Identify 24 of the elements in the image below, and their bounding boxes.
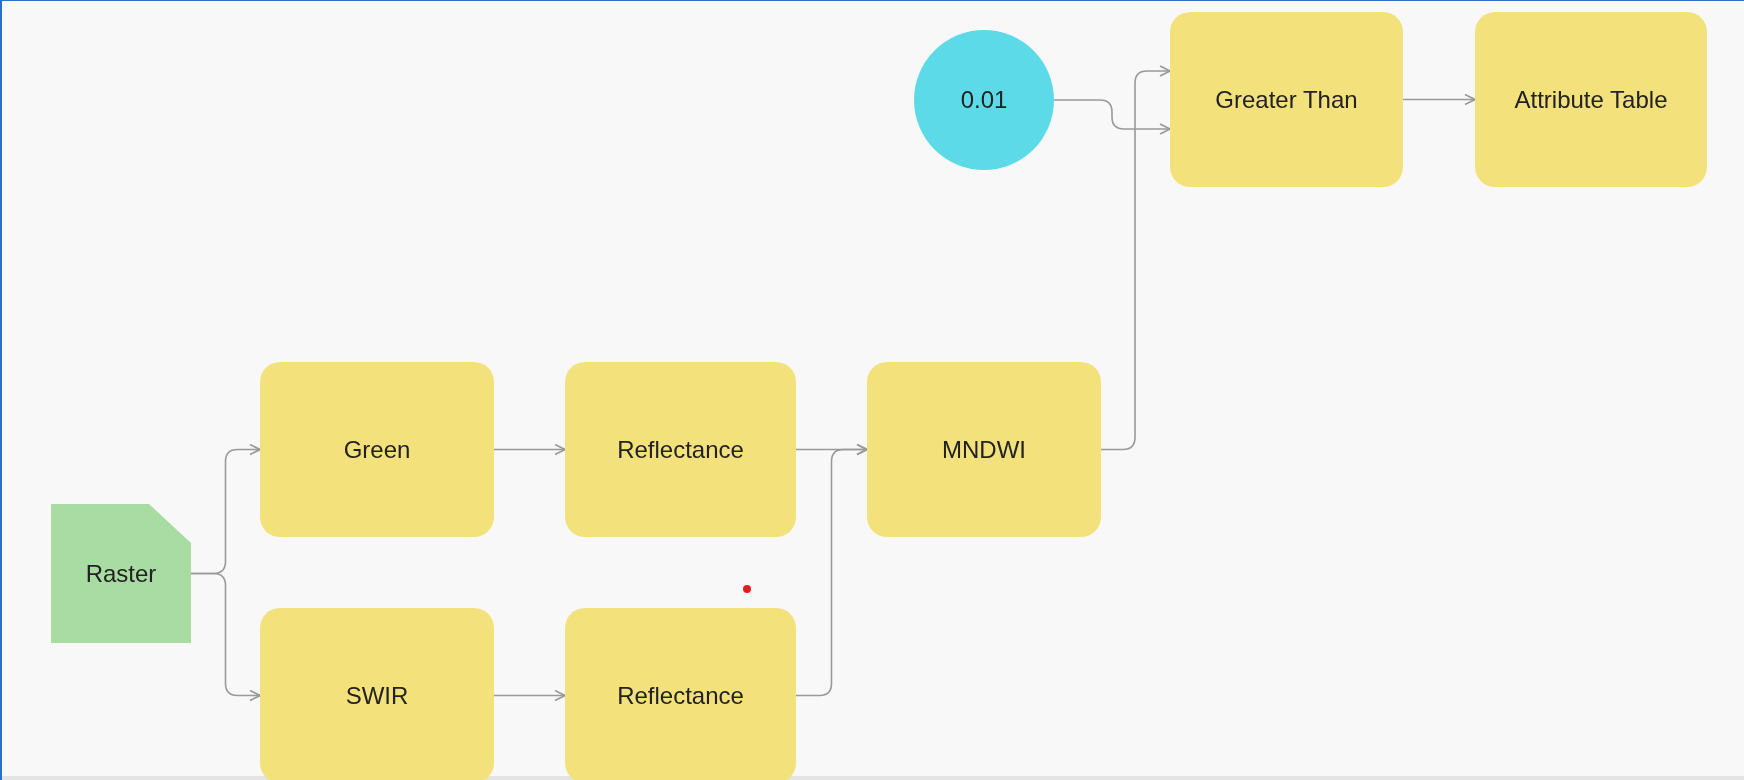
node-label: 0.01 — [960, 86, 1008, 114]
node-label: Reflectance — [617, 681, 744, 710]
process-box — [1170, 12, 1403, 187]
process-box — [260, 608, 494, 780]
node-label: Reflectance — [617, 435, 744, 464]
arrow — [190, 572, 261, 702]
process-box — [565, 608, 796, 780]
arrow — [493, 443, 566, 456]
node-label: Attribute Table — [1514, 85, 1668, 114]
data-shape — [51, 504, 191, 643]
arrow — [1402, 93, 1476, 106]
node-label: Green — [343, 435, 411, 464]
node-label: Raster — [85, 559, 157, 588]
arrow — [493, 689, 566, 702]
arrow — [795, 443, 868, 697]
process-box — [565, 362, 796, 537]
arrow — [1100, 65, 1171, 451]
process-box — [260, 362, 494, 537]
node-label: MNDWI — [942, 435, 1026, 464]
arrow — [1053, 99, 1171, 135]
node-label: Greater Than — [1215, 85, 1358, 114]
process-box — [867, 362, 1101, 537]
process-box — [1475, 12, 1707, 187]
node-label: SWIR — [345, 681, 409, 710]
